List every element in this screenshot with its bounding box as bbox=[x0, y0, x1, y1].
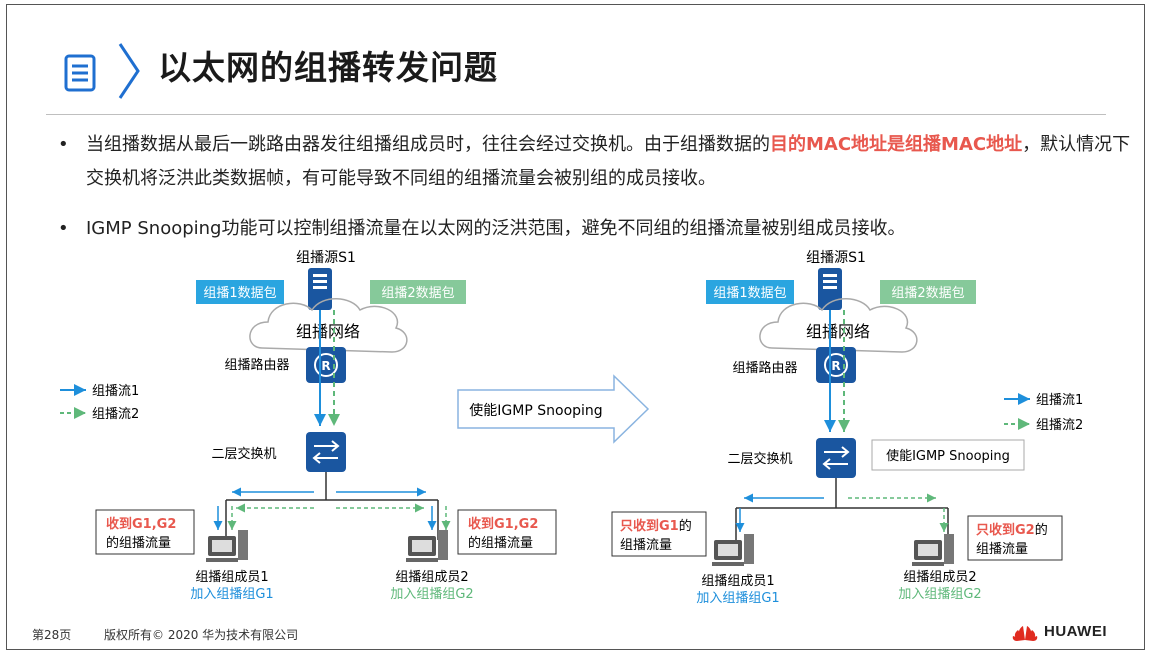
cloud-label: 组播网络 bbox=[806, 322, 870, 341]
enable-arrow-label: 使能IGMP Snooping bbox=[469, 402, 602, 419]
legend-flow-2: 组播流2 bbox=[1036, 418, 1083, 433]
member-1-note bbox=[95, 509, 195, 555]
member-2-note-text: 组播流量 bbox=[976, 542, 1028, 557]
router-label: 组播路由器 bbox=[732, 360, 797, 376]
member-1-note-suffix: 的 bbox=[679, 518, 692, 534]
cloud-icon bbox=[759, 298, 918, 353]
chevron-right-icon bbox=[118, 43, 140, 99]
bullet-marker: • bbox=[58, 134, 69, 155]
server-icon bbox=[818, 268, 842, 310]
left-diagram: 组播源S1 组播1数据包 组播2数据包 组播网络 R 组播路由器 组播流1 组播… bbox=[60, 250, 557, 602]
router-icon bbox=[306, 347, 346, 383]
packet-1-box bbox=[706, 280, 794, 304]
bullet-highlight: 目的MAC地址是组播MAC地址 bbox=[770, 134, 1023, 155]
member-2-group: 加入组播组G2 bbox=[898, 587, 981, 602]
pc-icon bbox=[912, 534, 954, 566]
member-1-note bbox=[611, 511, 707, 557]
switch-tag bbox=[871, 439, 1025, 471]
packet-2-box bbox=[880, 280, 976, 304]
switch-icon bbox=[816, 438, 856, 478]
right-diagram: 组播源S1 组播1数据包 组播2数据包 组播网络 R 组播路由器 组播流1 组播… bbox=[611, 250, 1083, 606]
bullet-text: 当组播数据从最后一跳路由器发往组播组成员时，往往会经过交换机。由于组播数据的 bbox=[86, 134, 770, 155]
packet-2-label: 组播2数据包 bbox=[891, 286, 964, 301]
switch-label: 二层交换机 bbox=[727, 451, 792, 467]
member-1-note-highlight: 只收到G1 bbox=[620, 518, 679, 534]
member-2-note-text: 的组播流量 bbox=[468, 535, 533, 551]
packet-1-box bbox=[196, 280, 284, 304]
member-1-label: 组播组成员1 bbox=[701, 574, 774, 589]
switch-tag-label: 使能IGMP Snooping bbox=[886, 448, 1010, 464]
slide-frame bbox=[6, 4, 1145, 650]
pc-icon bbox=[406, 530, 448, 562]
cloud-label: 组播网络 bbox=[296, 322, 360, 341]
bullet-text: IGMP Snooping功能可以控制组播流量在以太网的泛洪范围，避免不同组的组… bbox=[86, 218, 906, 239]
document-icon bbox=[64, 54, 96, 92]
router-icon-letter: R bbox=[831, 359, 840, 373]
packet-1-label: 组播1数据包 bbox=[203, 286, 276, 301]
router-icon bbox=[816, 347, 856, 383]
source-label: 组播源S1 bbox=[806, 250, 866, 266]
page-title: 以太网的组播转发问题 bbox=[158, 48, 498, 87]
enable-arrow: 使能IGMP Snooping bbox=[457, 374, 650, 444]
brand-name: HUAWEI bbox=[1044, 623, 1107, 640]
cloud-icon bbox=[249, 298, 408, 353]
pc-icon bbox=[712, 534, 754, 566]
member-2-label: 组播组成员2 bbox=[395, 570, 468, 585]
member-2-note bbox=[457, 509, 557, 555]
member-2-group: 加入组播组G2 bbox=[390, 587, 473, 602]
member-2-note-highlight: 只收到G2 bbox=[976, 522, 1035, 538]
legend-flow-1: 组播流1 bbox=[92, 384, 139, 399]
member-1-group: 加入组播组G1 bbox=[190, 587, 273, 602]
packet-2-label: 组播2数据包 bbox=[381, 286, 454, 301]
packet-2-box bbox=[370, 280, 466, 304]
packet-1-label: 组播1数据包 bbox=[713, 286, 786, 301]
member-1-note-text: 组播流量 bbox=[620, 538, 672, 553]
switch-label: 二层交换机 bbox=[211, 446, 276, 462]
router-label: 组播路由器 bbox=[224, 357, 289, 373]
member-2-note-suffix: 的 bbox=[1035, 522, 1048, 538]
bullet-marker: • bbox=[58, 218, 69, 239]
page-number: 第28页 bbox=[32, 628, 72, 642]
title-divider bbox=[46, 114, 1106, 115]
member-2-label: 组播组成员2 bbox=[903, 570, 976, 585]
member-1-label: 组播组成员1 bbox=[195, 570, 268, 585]
switch-icon bbox=[306, 432, 346, 472]
member-1-note-highlight: 收到G1,G2 bbox=[106, 516, 176, 532]
member-1-note-line: 只收到G1的 bbox=[620, 518, 692, 534]
huawei-logo-icon bbox=[1012, 626, 1038, 641]
source-label: 组播源S1 bbox=[296, 250, 356, 266]
legend-flow-1: 组播流1 bbox=[1036, 393, 1083, 408]
copyright: 版权所有© 2020 华为技术有限公司 bbox=[104, 628, 299, 642]
pc-icon bbox=[206, 530, 248, 562]
member-2-note-line: 只收到G2的 bbox=[976, 522, 1048, 538]
legend-flow-2: 组播流2 bbox=[92, 407, 139, 422]
bullet-text: ，默认情况下交换机将泛洪此类数据帧，有可能导致不同组的组播流量会被别组的成员接收… bbox=[86, 134, 1131, 189]
member-1-group: 加入组播组G1 bbox=[696, 591, 779, 606]
router-icon-letter: R bbox=[321, 359, 330, 373]
member-2-note-highlight: 收到G1,G2 bbox=[468, 516, 538, 532]
server-icon bbox=[308, 268, 332, 310]
member-2-note bbox=[967, 515, 1063, 561]
member-1-note-text: 的组播流量 bbox=[106, 535, 171, 551]
